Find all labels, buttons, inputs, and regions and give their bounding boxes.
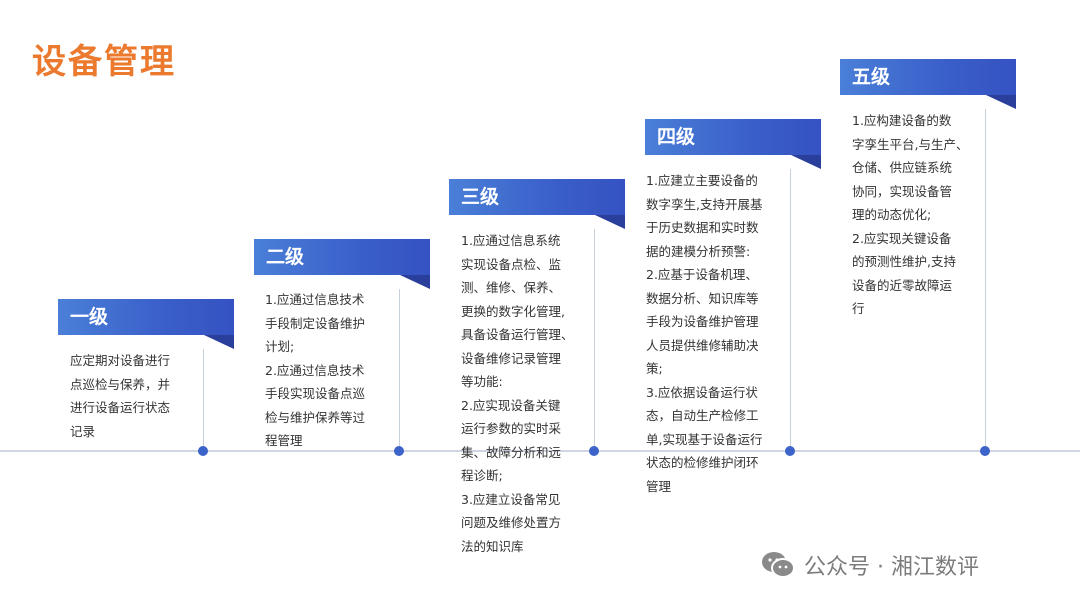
timeline-axis [0, 450, 1080, 452]
level-3-line [594, 229, 595, 452]
level-5-banner: 五级 [840, 59, 1016, 95]
watermark: 公众号 · 湘江数评 [760, 548, 979, 582]
level-5-line [985, 109, 986, 452]
level-4-line [790, 169, 791, 452]
level-5-text: 1.应构建设备的数 字孪生平台,与生产、 仓储、供应链系统 协同，实现设备管 理… [852, 113, 969, 316]
level-3-fold [595, 215, 625, 229]
level-4-banner: 四级 [645, 119, 821, 155]
watermark-text: 公众号 · 湘江数评 [804, 555, 979, 580]
level-2-banner: 二级 [254, 239, 430, 275]
level-3-dot [589, 446, 599, 456]
level-1-dot [198, 446, 208, 456]
page-title: 设备管理 [32, 42, 176, 82]
level-1-banner: 一级 [58, 299, 234, 335]
level-4-text: 1.应建立主要设备的 数字孪生,支持开展基 于历史数据和实时数 据的建模分析预警… [646, 173, 763, 494]
level-3-banner: 三级 [449, 179, 625, 215]
level-2-text: 1.应通过信息技术 手段制定设备维护 计划; 2.应通过信息技术 手段实现设备点… [265, 292, 366, 448]
level-2-line [399, 289, 400, 452]
level-1-text: 应定期对设备进行 点巡检与保养，并 进行设备运行状态 记录 [70, 353, 171, 439]
level-2-dot [394, 446, 404, 456]
level-1-line [203, 349, 204, 452]
level-5-fold [986, 95, 1016, 109]
level-3-text: 1.应通过信息系统 实现设备点检、监 测、维修、保养、 更换的数字化管理, 具备… [461, 233, 574, 554]
wechat-icon [762, 552, 795, 578]
level-2-fold [400, 275, 430, 289]
level-1-fold [204, 335, 234, 349]
level-5-dot [980, 446, 990, 456]
level-4-fold [791, 155, 821, 169]
level-4-dot [785, 446, 795, 456]
